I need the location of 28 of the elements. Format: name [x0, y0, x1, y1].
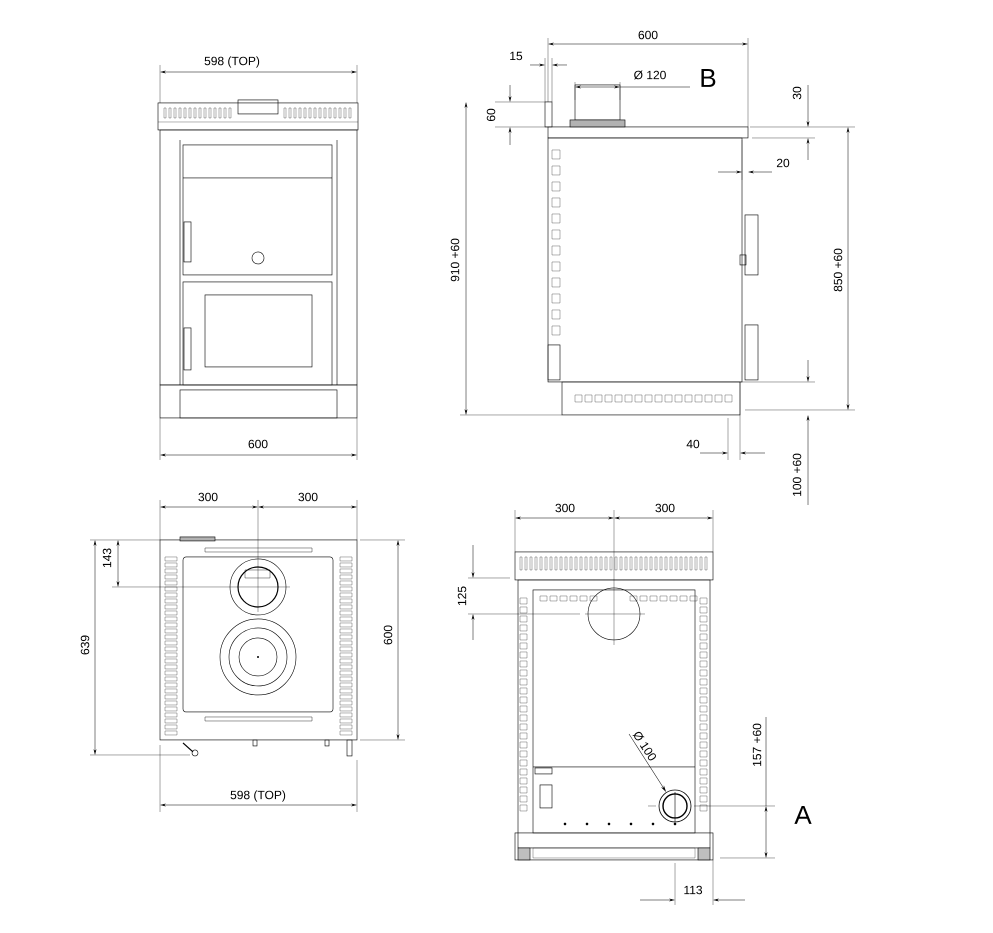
dimension-label: 300 [298, 492, 318, 502]
dimension-label: 40 [686, 440, 700, 448]
dimension-label: 143 [102, 548, 112, 568]
dimension-label: 157 +60 [752, 724, 762, 766]
dimension-label: 598 (TOP) [230, 790, 286, 802]
air-inlet-circle [658, 790, 692, 822]
dimension-label: 20 [776, 158, 790, 168]
dimension-label: 600 [638, 30, 658, 40]
dimension-label: 113 [684, 886, 702, 894]
dimension-label: 600 [248, 440, 268, 448]
dimension-label: 30 [792, 86, 802, 100]
callout-letter: B [701, 69, 716, 87]
dimension-label: 300 [198, 492, 218, 502]
dimension-label: 300 [655, 504, 675, 512]
dimension-label: Ø 120 [634, 70, 666, 80]
dimension-label: 300 [555, 504, 575, 512]
dimension-label: 910 +60 [450, 238, 460, 282]
dimension-label: 125 [458, 586, 466, 606]
leader-line [628, 734, 666, 792]
dimension-label: 60 [486, 108, 496, 122]
callout-letter: A [794, 806, 812, 824]
dimension-label: 100 +60 [792, 454, 802, 496]
dimension-label: 598 (TOP) [204, 56, 260, 68]
dimension-label: 850 +60 [834, 248, 842, 292]
dimension-label: 15 [510, 52, 522, 60]
dimension-label: Ø 100 [632, 732, 656, 760]
dimension-label: 600 [384, 625, 392, 644]
dimension-label: 639 [80, 636, 90, 654]
